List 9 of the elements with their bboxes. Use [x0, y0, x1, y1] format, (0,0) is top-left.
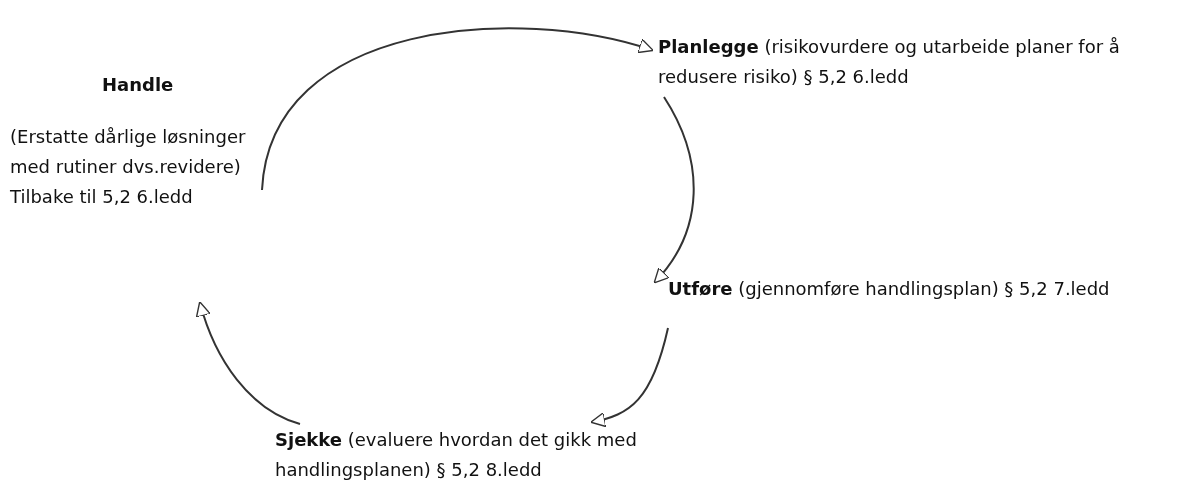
- step-description: Planlegge (risikovurdere og utarbeide planer for å redusere risiko) § 5,2 6.ledd: [658, 32, 1183, 92]
- step-description: Utføre (gjennomføre handlingsplan) § 5,2 7.ledd: [668, 274, 1118, 304]
- step-heading: Handle: [101, 73, 174, 97]
- step-description: Sjekke (evaluere hvordan det gikk med handlingsplanen) § 5,2 8.ledd: [275, 425, 755, 485]
- cycle-arrow: [261, 27, 654, 191]
- cycle-arrow: [590, 327, 669, 427]
- step-description: (Erstatte dårlige løsninger med rutiner dvs.revidere) Tilbake til 5,2 6.ledd: [10, 125, 247, 209]
- cycle-arrow: [196, 301, 301, 425]
- cycle-arrow: [653, 96, 695, 284]
